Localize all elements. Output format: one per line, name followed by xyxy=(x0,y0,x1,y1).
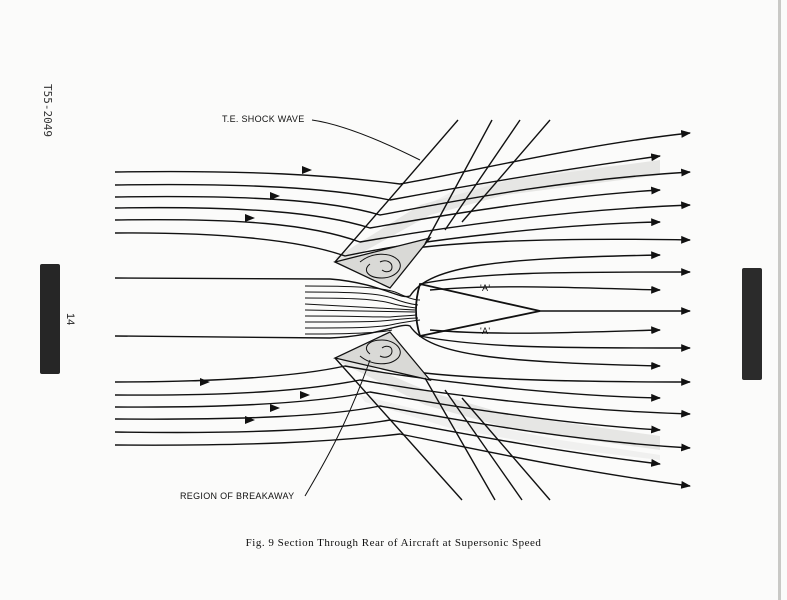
upper-streamlines xyxy=(114,130,691,315)
upstream-arrowheads xyxy=(200,166,312,424)
breakaway-leader xyxy=(304,359,371,497)
region-a-lower-label: 'A' xyxy=(480,326,491,336)
aircraft-body xyxy=(305,280,541,340)
tail-wedge xyxy=(415,282,541,338)
lower-shaded-bands xyxy=(340,358,660,460)
shock-wave-label: T.E. SHOCK WAVE xyxy=(222,114,305,124)
region-a-upper-label: 'A' xyxy=(480,283,491,293)
upper-breakaway-region xyxy=(333,236,432,289)
jet-stream-lines xyxy=(304,285,421,335)
upper-shaded-bands xyxy=(335,160,660,262)
binder-tab-left xyxy=(40,264,60,374)
binder-tab-right xyxy=(742,268,762,380)
figure-caption: Fig. 9 Section Through Rear of Aircraft … xyxy=(245,537,542,549)
upper-shock-waves xyxy=(334,119,551,263)
breakaway-label: REGION OF BREAKAWAY xyxy=(180,491,295,501)
page-edge xyxy=(778,0,781,600)
shock-wave-leader xyxy=(311,119,421,161)
lower-breakaway-region xyxy=(333,331,432,382)
lower-shock-waves xyxy=(334,357,551,501)
